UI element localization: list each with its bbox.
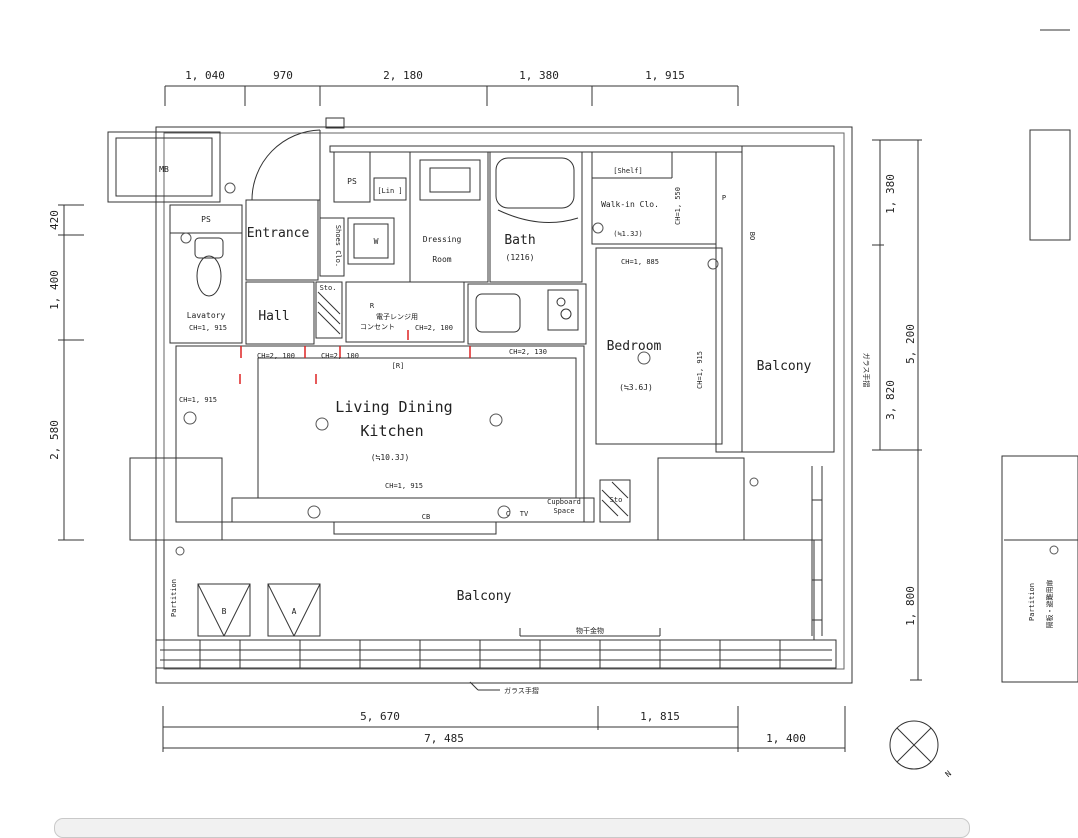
ch-walkin: CH=1, 550 bbox=[674, 187, 682, 225]
dim-top-5: 1, 915 bbox=[645, 69, 685, 82]
dim-bottom-2: 1, 815 bbox=[640, 710, 680, 723]
mb-box bbox=[107, 131, 221, 203]
label-partition-left: Partition bbox=[170, 579, 178, 617]
dim-right-2: 5, 200 bbox=[904, 324, 917, 364]
label-range-1: 電子レンジ用 bbox=[376, 313, 418, 321]
pillar-right bbox=[657, 457, 745, 541]
label-sto-bottom: Sto bbox=[610, 496, 623, 504]
label-r: R bbox=[370, 302, 375, 310]
label-shelf: [Shelf] bbox=[613, 167, 643, 175]
label-p: P bbox=[722, 194, 726, 202]
label-shoes-clo: Shoes Clo. bbox=[334, 225, 342, 267]
label-north: N bbox=[944, 769, 954, 779]
dim-right-4: 1, 800 bbox=[904, 586, 917, 626]
label-walkin-size: (≒1.3J) bbox=[613, 230, 643, 238]
label-lin: [Lin ] bbox=[377, 187, 402, 195]
label-ac-b: B bbox=[222, 607, 227, 616]
label-partition-right: Partition bbox=[1028, 583, 1036, 621]
label-w: W bbox=[374, 237, 379, 246]
dim-left-3: 2, 580 bbox=[48, 420, 61, 460]
bottom-scrollbar[interactable] bbox=[54, 818, 970, 838]
label-bedroom-size: (≒3.6J) bbox=[619, 383, 653, 392]
dim-left-1: 420 bbox=[48, 210, 61, 230]
ch-kitchen: CH=2, 130 bbox=[509, 348, 547, 356]
label-evac-note: 隔板・避難用扉 bbox=[1045, 580, 1054, 629]
dim-right-3: 3, 820 bbox=[884, 380, 897, 420]
compass bbox=[889, 720, 939, 770]
label-glass-rail-bottom: ガラス手摺 bbox=[504, 686, 539, 695]
dim-top-2: 970 bbox=[273, 69, 293, 82]
balcony-right bbox=[741, 145, 835, 453]
bedroom-room bbox=[595, 247, 723, 445]
label-c: C bbox=[506, 510, 510, 518]
label-lavatory: Lavatory bbox=[187, 311, 226, 320]
label-ldk-size: (≒10.3J) bbox=[371, 453, 410, 462]
ch-bedroom-top: CH=1, 885 bbox=[621, 258, 659, 266]
label-ac-a: A bbox=[292, 607, 297, 616]
storage-bottom bbox=[599, 479, 631, 523]
label-dressing-2: Room bbox=[432, 255, 451, 264]
dim-top-3: 2, 180 bbox=[383, 69, 423, 82]
label-hall: Hall bbox=[258, 309, 289, 324]
shoe-closet bbox=[319, 217, 345, 277]
dim-left-2: 1, 400 bbox=[48, 270, 61, 310]
kitchen-counter bbox=[467, 283, 587, 345]
label-bedroom: Bedroom bbox=[607, 339, 662, 354]
dim-bottom-1: 5, 670 bbox=[360, 710, 400, 723]
walkin-closet bbox=[591, 151, 717, 245]
dim-top-4: 1, 380 bbox=[519, 69, 559, 82]
label-dressing-1: Dressing bbox=[423, 235, 462, 244]
pipe-shaft bbox=[715, 151, 743, 453]
ch-range: CH=2, 100 bbox=[415, 324, 453, 332]
label-tv: TV bbox=[520, 510, 529, 518]
entrance-area bbox=[245, 199, 319, 281]
ch-bedroom-side: CH=1, 915 bbox=[696, 351, 704, 389]
outer-wall bbox=[155, 126, 853, 684]
label-sto-top: Sto. bbox=[320, 284, 337, 292]
label-ldk-2: Kitchen bbox=[360, 422, 423, 440]
washer-box bbox=[347, 217, 395, 265]
dim-right-1: 1, 380 bbox=[884, 174, 897, 214]
label-ps-left: PS bbox=[201, 215, 211, 224]
lavatory-room bbox=[169, 232, 243, 344]
storage-top bbox=[315, 281, 343, 339]
label-bath: Bath bbox=[504, 233, 535, 248]
dim-top-1: 1, 040 bbox=[185, 69, 225, 82]
label-range-2: コンセント bbox=[360, 323, 395, 331]
ldk-window bbox=[333, 521, 497, 535]
label-entrance: Entrance bbox=[247, 226, 310, 241]
label-bo: BO bbox=[748, 232, 756, 240]
range-area bbox=[345, 281, 465, 343]
label-cupboard-2: Space bbox=[553, 507, 574, 515]
ch-left-wall: CH=1, 915 bbox=[179, 396, 217, 404]
bath-room bbox=[489, 151, 583, 283]
label-ldk-1: Living Dining bbox=[335, 398, 452, 416]
label-mb: MB bbox=[159, 165, 169, 174]
label-mono-hoshi: 物干金物 bbox=[576, 626, 604, 635]
ch-hall-a: CH=2, 100 bbox=[257, 352, 295, 360]
label-glass-rail-right: ガラス手摺 bbox=[862, 353, 871, 388]
label-walkin: Walk-in Clo. bbox=[601, 200, 659, 209]
label-bath-size: (1216) bbox=[506, 253, 535, 262]
hall-area bbox=[245, 281, 315, 345]
dim-bottom-3: 7, 485 bbox=[424, 732, 464, 745]
label-cupboard-1: Cupboard bbox=[547, 498, 581, 506]
label-balcony-right: Balcony bbox=[757, 359, 812, 374]
ch-hall-b: CH=2, 100 bbox=[321, 352, 359, 360]
dim-bottom-4: 1, 400 bbox=[766, 732, 806, 745]
label-kitchen-tag: [R] bbox=[392, 362, 405, 370]
glass-railing bbox=[155, 639, 837, 669]
ch-lavatory: CH=1, 915 bbox=[189, 324, 227, 332]
ch-ldk: CH=1, 915 bbox=[385, 482, 423, 490]
label-ps-top: PS bbox=[347, 177, 357, 186]
label-balcony-bottom: Balcony bbox=[457, 589, 512, 604]
label-cb: CB bbox=[422, 513, 430, 521]
